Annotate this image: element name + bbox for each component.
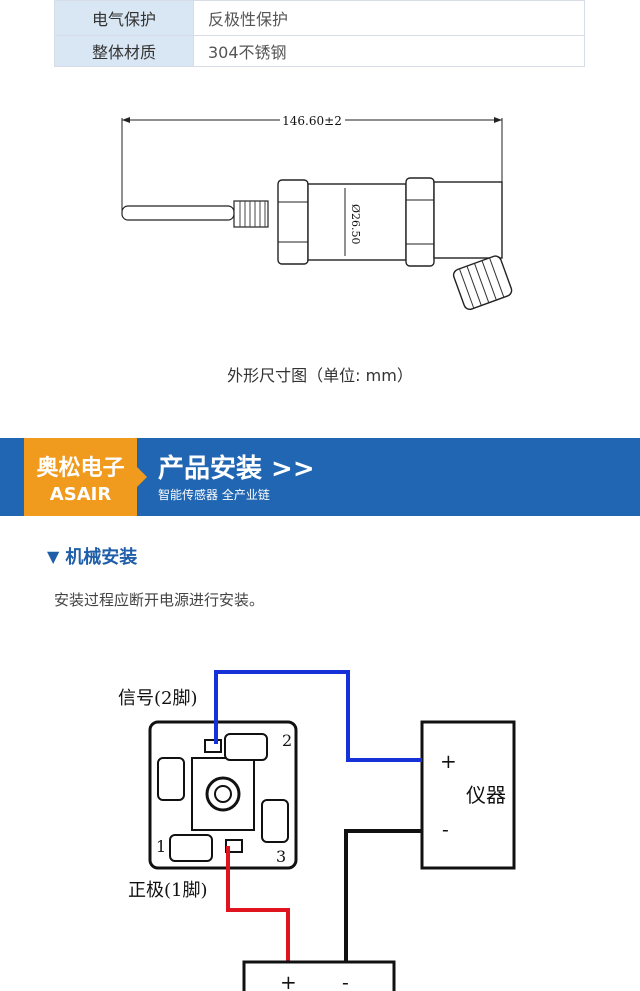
dim-arrow-left: [122, 117, 130, 123]
supply-minus: -: [342, 970, 349, 991]
wiring-diagram: 信号(2脚) 正极(1脚) 2 1 3 + - 仪器 + -: [118, 670, 516, 991]
section-heading: ▼ 机械安装: [47, 543, 137, 569]
instrument-box: [420, 720, 516, 870]
connector-housing: [433, 181, 503, 259]
diameter-dimension: Ø26.50: [349, 204, 362, 245]
pin2-terminal: [224, 733, 268, 761]
pin3-number: 3: [276, 847, 286, 866]
triangle-down-icon: ▼: [47, 546, 60, 566]
positive-pin-label: 正极(1脚): [128, 880, 208, 901]
supply-plus: +: [280, 970, 297, 991]
brand-logo: 奥松电子 ASAIR: [24, 438, 137, 516]
install-note: 安装过程应断开电源进行安装。: [54, 591, 265, 609]
banner-title: 产品安装 >>: [158, 454, 315, 484]
pin3-terminal: [261, 799, 289, 843]
spec-value: 304不锈钢: [194, 36, 585, 66]
brand-notch: [137, 467, 147, 487]
pin-left-terminal: [157, 757, 185, 801]
spec-key: 整体材质: [54, 36, 194, 66]
banner-subtitle: 智能传感器 全产业链: [158, 488, 270, 502]
hex-nut-bottom: [277, 179, 309, 265]
spec-row: 整体材质 304不锈钢: [54, 36, 585, 67]
probe-rod: [121, 205, 235, 221]
power-supply-box: [242, 960, 396, 991]
brand-name-en: ASAIR: [49, 484, 112, 505]
signal-wire: [214, 670, 422, 762]
pin1-terminal: [169, 834, 213, 862]
instrument-label: 仪器: [466, 783, 506, 807]
spec-row: 电气保护 反极性保护: [54, 0, 585, 36]
instrument-plus: +: [440, 749, 457, 773]
cable-gland: [452, 255, 513, 311]
dim-arrow-right: [494, 117, 502, 123]
spec-key: 电气保护: [54, 1, 194, 35]
ground-wire: [344, 829, 422, 962]
spec-value: 反极性保护: [194, 1, 585, 35]
positive-wire: [226, 846, 290, 962]
sensor-body: [307, 183, 407, 261]
instrument-minus: -: [442, 817, 449, 841]
drawing-caption: 外形尺寸图（单位: mm）: [227, 366, 413, 385]
hex-nut-top: [405, 177, 435, 267]
dimension-drawing: 146.60±2 Ø26.50: [121, 114, 513, 311]
spec-table: 电气保护 反极性保护 整体材质 304不锈钢: [54, 0, 585, 67]
section-banner: 奥松电子 ASAIR 产品安装 >> 智能传感器 全产业链: [0, 438, 640, 516]
length-dimension: 146.60±2: [282, 114, 342, 128]
signal-pin-label: 信号(2脚): [118, 688, 198, 709]
connector-center: [191, 757, 255, 831]
section-title: 机械安装: [65, 547, 138, 568]
brand-name-cn: 奥松电子: [36, 456, 125, 481]
pin2-number: 2: [282, 731, 292, 750]
pin1-number: 1: [156, 837, 166, 856]
thread: [233, 200, 269, 228]
